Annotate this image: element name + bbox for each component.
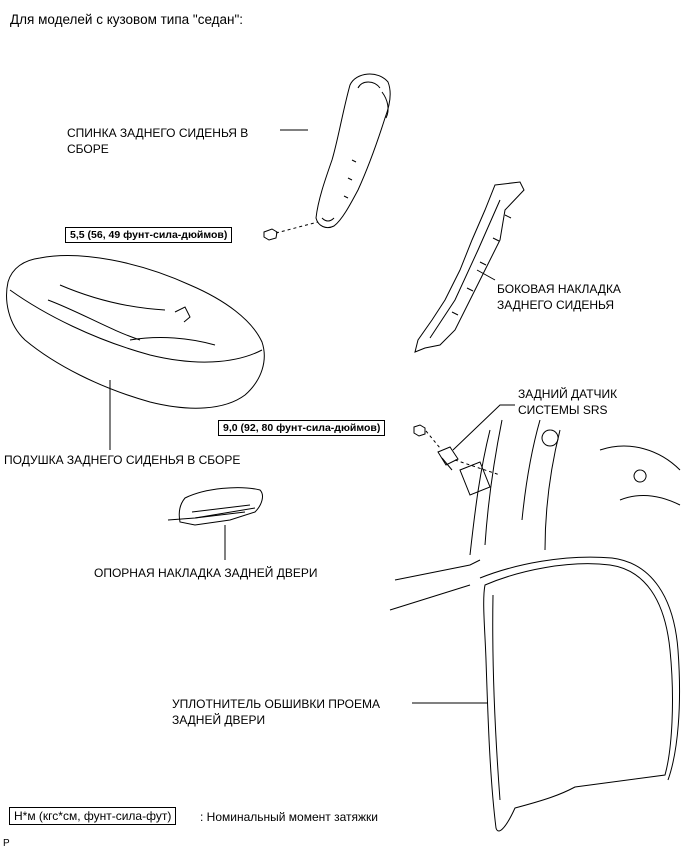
body-side-drawing	[389, 419, 681, 611]
label-seatback-line2: СБОРЕ	[67, 142, 109, 156]
torque-seatback-bolt: 5,5 (56, 49 фунт-сила-дюймов)	[65, 227, 233, 243]
label-srs-line2: СИСТЕМЫ SRS	[518, 403, 608, 417]
legend-description: : Номинальный момент затяжки	[200, 810, 378, 824]
label-weatherstrip-line1: УПЛОТНИТЕЛЬ ОБШИВКИ ПРОЕМА	[172, 697, 380, 711]
seatback-drawing	[315, 73, 391, 229]
side-trim-drawing	[414, 181, 525, 353]
label-side-trim-line1: БОКОВАЯ НАКЛАДКА	[497, 282, 621, 296]
page-title: Для моделей с кузовом типа "седан":	[10, 12, 244, 27]
label-weatherstrip-line2: ЗАДНЕЙ ДВЕРИ	[172, 713, 266, 727]
torque-srs-nut: 9,0 (92, 80 фунт-сила-дюймов)	[218, 420, 386, 436]
seat-cushion-drawing	[6, 255, 265, 409]
label-seatback-line1: СПИНКА ЗАДНЕГО СИДЕНЬЯ В	[67, 126, 249, 140]
legend-torque-unit: Н*м (кгс*см, фунт-сила-фут)	[9, 807, 177, 825]
label-seat-cushion: ПОДУШКА ЗАДНЕГО СИДЕНЬЯ В СБОРЕ	[4, 453, 241, 467]
label-side-trim-line2: ЗАДНЕГО СИДЕНЬЯ	[497, 298, 615, 312]
footer-code: P	[3, 838, 10, 849]
label-srs-line1: ЗАДНИЙ ДАТЧИК	[518, 387, 618, 401]
weatherstrip-drawing	[479, 556, 681, 832]
srs-sensor-drawing	[437, 446, 501, 476]
seatback-bolt-drawing	[263, 221, 319, 241]
srs-nut-drawing	[413, 424, 441, 449]
scuff-plate-drawing	[167, 487, 263, 526]
label-scuff-plate: ОПОРНАЯ НАКЛАДКА ЗАДНЕЙ ДВЕРИ	[94, 566, 318, 580]
